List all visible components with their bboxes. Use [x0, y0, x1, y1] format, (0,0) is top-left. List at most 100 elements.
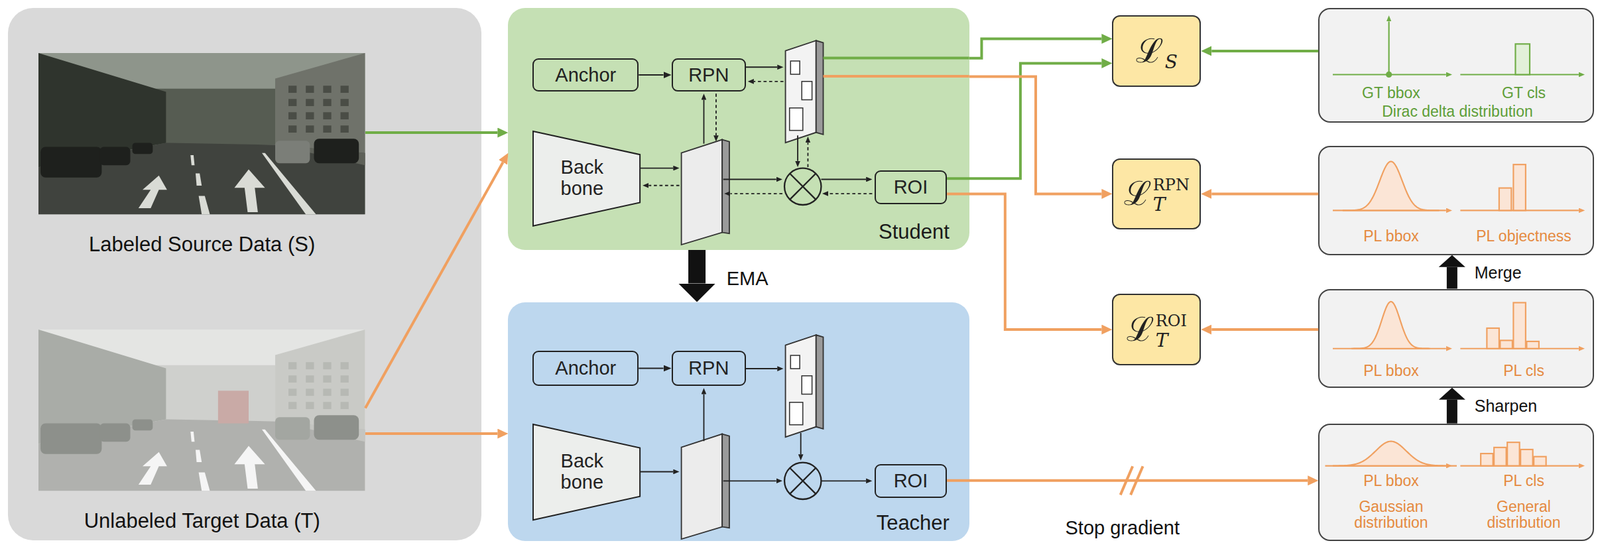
- node-label: ROI: [1155, 312, 1187, 329]
- forward-arrow: [640, 470, 674, 473]
- photo-car: [275, 140, 310, 164]
- backward-arrow: [828, 192, 873, 195]
- module-box: Anchor: [532, 58, 639, 93]
- illustration-group: [640, 41, 970, 246]
- photo-lane-mark: [198, 472, 211, 492]
- output-wire: [823, 57, 970, 60]
- connector-arrow: [1446, 399, 1458, 424]
- photo-road-arrow: [138, 175, 168, 209]
- photo-window: [289, 85, 298, 93]
- photo-window: [289, 362, 298, 370]
- photo-window: [323, 401, 332, 410]
- class-bar: [1527, 340, 1539, 349]
- photo-window: [323, 375, 332, 383]
- product-symbol: [790, 173, 817, 200]
- photo-building: [275, 53, 365, 154]
- distribution-box: PL bboxPL objectness: [1318, 145, 1595, 256]
- forward-arrow: [703, 100, 705, 144]
- photo-window: [323, 98, 332, 107]
- photo-lane-mark: [198, 195, 211, 215]
- class-bar: [1493, 446, 1506, 466]
- feature-map: [681, 433, 723, 540]
- node-label: Gaussian distribution: [1342, 498, 1440, 531]
- photo-window: [340, 125, 349, 133]
- module-box: ROI: [874, 464, 947, 498]
- node-label: Back bone: [551, 450, 613, 494]
- photo-truck: [218, 390, 249, 424]
- photo-window: [306, 112, 315, 120]
- class-bar: [1499, 188, 1512, 211]
- photo-sky: [38, 329, 365, 491]
- student-model: StudentAnchorRPNBack boneROI: [507, 7, 970, 250]
- photo-car: [100, 147, 131, 166]
- photo-car: [41, 423, 103, 455]
- photo-window: [340, 362, 349, 370]
- proposal-map-side: [816, 41, 824, 136]
- photo-window: [306, 362, 315, 370]
- proposal-map: [785, 334, 817, 437]
- teacher-model: Teacher Anchor RPN Back bone ROI: [507, 302, 970, 542]
- node-label: Student: [878, 220, 950, 245]
- stop-gradient-mark: [1120, 466, 1133, 495]
- forward-arrow: [797, 135, 799, 162]
- illustration-group: [38, 329, 365, 491]
- connector-arrow: [1211, 192, 1319, 195]
- forward-arrow: [821, 480, 867, 482]
- photo-lane-mark: [190, 431, 195, 442]
- proposal-box: [802, 81, 813, 101]
- class-bar: [1515, 44, 1531, 75]
- node-label: Anchor: [554, 357, 616, 380]
- node-label: PL cls: [1503, 362, 1545, 380]
- proposal-map: [785, 41, 817, 144]
- backward-arrow: [730, 192, 783, 195]
- photo-car: [275, 417, 310, 440]
- node-illustration: [38, 53, 365, 262]
- connector-arrow: [1211, 49, 1319, 53]
- photo-car: [314, 415, 360, 440]
- backward-arrow: [807, 142, 809, 168]
- connector-arrow: [946, 62, 1102, 179]
- forward-arrow: [723, 179, 777, 181]
- forward-arrow: [640, 167, 674, 170]
- class-bar: [1487, 327, 1500, 349]
- illustration-group: [1325, 440, 1579, 466]
- output-wire: [823, 74, 970, 78]
- connector-arrow: [1446, 267, 1458, 290]
- photo-car: [132, 142, 154, 154]
- connector-arrow: [969, 38, 1102, 58]
- proposal-box: [791, 355, 801, 369]
- class-bar: [1500, 340, 1513, 349]
- node-label: General distribution: [1475, 498, 1573, 531]
- source-image: Labeled Source Data (S): [38, 53, 365, 262]
- backward-arrow: [649, 184, 680, 187]
- photo-road-arrow: [234, 169, 266, 213]
- node-label: PL objectness: [1476, 226, 1572, 245]
- gaussian-curve: [1325, 440, 1458, 466]
- photo-window: [340, 375, 349, 383]
- photo-sky: [38, 53, 365, 215]
- loss-box: ℒTRPN: [1111, 158, 1201, 231]
- node-label: RPN: [688, 357, 729, 380]
- distribution-box: GT bboxGT clsDirac delta distribution: [1318, 7, 1595, 123]
- photo-road-arrow: [234, 445, 266, 489]
- product-symbol: [790, 467, 817, 494]
- node-label: S: [1165, 53, 1178, 72]
- backbone-outline: [533, 424, 640, 520]
- forward-arrow: [800, 432, 802, 454]
- module-box: RPN: [671, 58, 746, 93]
- node-label: RPN: [688, 64, 729, 87]
- photo-window: [323, 388, 332, 396]
- node-label: Dirac delta distribution: [1381, 102, 1534, 121]
- photo-window: [340, 388, 349, 396]
- node-label: ℒ: [1135, 34, 1164, 68]
- node-label: ROI: [893, 470, 929, 493]
- connector-arrow: [969, 76, 1102, 194]
- node-label: Teacher: [876, 511, 950, 536]
- photo-window: [289, 125, 298, 133]
- node-label: ROI: [893, 176, 929, 199]
- forward-arrow: [745, 368, 778, 370]
- connector-arrow: [1211, 328, 1319, 331]
- photo-window: [323, 125, 332, 133]
